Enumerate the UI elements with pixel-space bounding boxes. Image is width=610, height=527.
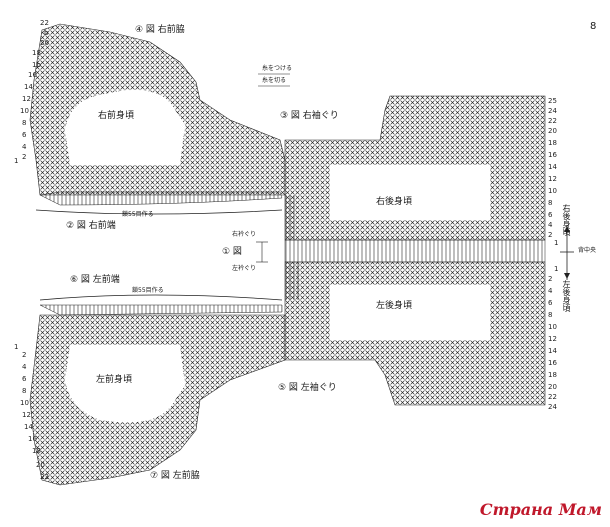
neck-brace: [256, 241, 268, 263]
row-number: 4: [22, 363, 27, 371]
row-number: 2: [548, 231, 553, 239]
row-number: 24: [548, 403, 557, 411]
row-number: 24: [548, 107, 557, 115]
row-number: 1b: [32, 61, 41, 69]
piece-1-label: ① 図: [222, 247, 242, 257]
piece-6-label: ⑥ 図 左前端: [70, 275, 120, 285]
row-number: 18: [548, 139, 557, 147]
center-marker: [560, 225, 574, 280]
row-number: 12: [548, 175, 557, 183]
row-number: 14: [548, 347, 557, 355]
row-number: 12: [22, 411, 31, 419]
left-back-body-chart: [284, 261, 546, 406]
row-number: 4: [548, 287, 553, 295]
row-number: 6: [22, 131, 27, 139]
row-number: 4: [22, 143, 27, 151]
row-number: 20: [36, 461, 45, 469]
side-label-left-back: 左後身頃: [562, 280, 571, 312]
row-number: 1: [554, 239, 559, 247]
row-number: 20: [548, 127, 557, 135]
row-number: 10: [548, 323, 557, 331]
side-label-right-back: 右後身頃: [562, 204, 571, 236]
row-number: 10: [548, 187, 557, 195]
legend-cut: 糸を切る: [262, 77, 287, 84]
neck-left-label: 左衿ぐり: [232, 265, 257, 272]
legend-join: 糸をつける: [262, 65, 293, 72]
chain-note-bottom: 鎖55目作る: [132, 287, 164, 294]
row-number: 20: [548, 383, 557, 391]
right-front-body-chart: [29, 23, 286, 215]
row-number: 6: [548, 299, 553, 307]
center-note: 背中央: [578, 247, 597, 254]
row-number: 1: [14, 157, 19, 165]
watermark: Страна Мам: [479, 500, 602, 519]
piece-7-label: ⑦ 図 左前脇: [150, 471, 200, 481]
row-number: 10: [20, 107, 29, 115]
row-number: 22: [40, 473, 49, 481]
panel-right-back: 右後身頃: [376, 197, 413, 207]
row-number: 16: [28, 71, 37, 79]
right-back-body-chart: [284, 95, 546, 241]
panel-left-back: 左後身頃: [376, 301, 413, 311]
row-number: 14: [24, 423, 33, 431]
panel-right-front: 右前身頃: [98, 111, 135, 121]
chain-note-top: 鎖55目作る: [122, 211, 154, 218]
row-number: 18: [548, 371, 557, 379]
row-number: 8: [22, 119, 27, 127]
piece-2-label: ② 図 右前端: [66, 221, 116, 231]
row-number: 2: [22, 153, 27, 161]
row-number: 22: [548, 117, 557, 125]
piece-3-label: ③ 図 右袖ぐり: [280, 111, 339, 121]
page-number: 8: [590, 21, 597, 32]
row-number: 2: [548, 275, 553, 283]
row-number: 16: [28, 435, 37, 443]
row-number: 8: [548, 199, 553, 207]
row-number: 1: [554, 265, 559, 273]
row-number: 6: [548, 211, 553, 219]
neck-right-label: 右衿ぐり: [232, 231, 257, 238]
row-number: 4: [548, 221, 553, 229]
row-number: 8: [548, 311, 553, 319]
row-number: 14: [548, 163, 557, 171]
row-number: 22: [40, 19, 49, 27]
row-number: 18: [32, 447, 41, 455]
piece-4-label: ④ 図 右前脇: [135, 25, 185, 35]
row-number: 20: [40, 39, 49, 47]
row-number: 16: [548, 359, 557, 367]
panel-left-front: 左前身頃: [96, 375, 133, 385]
row-number: 1: [14, 343, 19, 351]
row-number: 2: [22, 351, 27, 359]
row-number: 18: [32, 49, 41, 57]
row-number: b: [44, 29, 49, 37]
row-number: 14: [24, 83, 33, 91]
row-number: 22: [548, 393, 557, 401]
row-number: 16: [548, 151, 557, 159]
row-number: 10: [20, 399, 29, 407]
piece-5-label: ⑤ 図 左袖ぐり: [278, 383, 337, 393]
left-front-body-chart: [29, 294, 286, 486]
row-number: 12: [22, 95, 31, 103]
legend-rules: [258, 73, 290, 87]
row-number: 8: [22, 387, 27, 395]
row-number: 25: [548, 97, 557, 105]
row-number: 12: [548, 335, 557, 343]
row-number: 6: [22, 375, 27, 383]
